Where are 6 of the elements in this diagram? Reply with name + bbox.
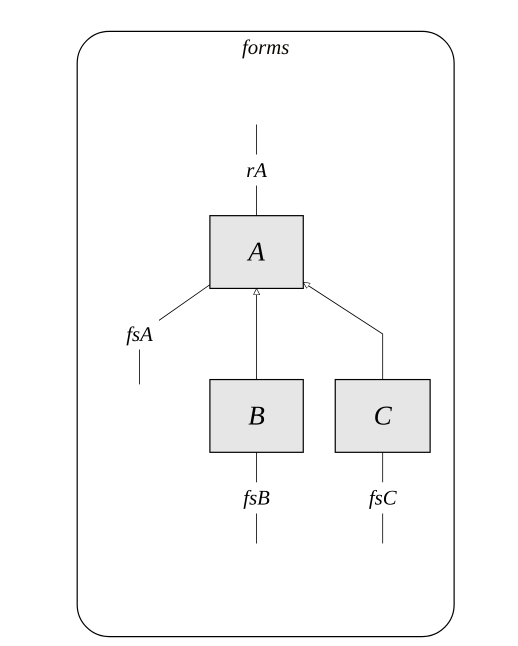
container-title: forms	[240, 34, 290, 61]
box-label: B	[247, 400, 266, 433]
arrow	[302, 282, 383, 380]
box-label: C	[372, 400, 393, 433]
arrow	[252, 288, 260, 380]
box-label: A	[246, 236, 266, 269]
